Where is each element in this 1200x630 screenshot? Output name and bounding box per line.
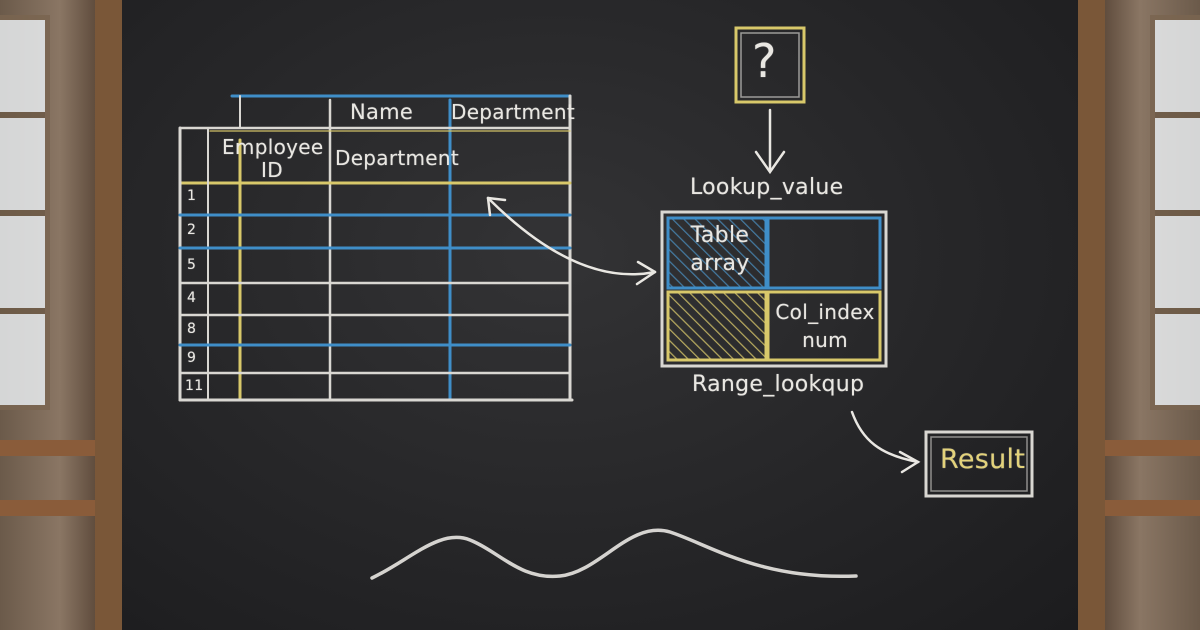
desk-left-2 — [0, 500, 100, 516]
lookup-box — [660, 210, 888, 368]
header-department-top-label: Department — [451, 100, 576, 124]
down-arrow — [754, 108, 786, 175]
range-lookup-label: Range_lookqup — [692, 372, 865, 397]
col-index-label: Col_index num — [775, 300, 875, 352]
question-box — [734, 26, 806, 104]
desk-right-1 — [1100, 440, 1200, 456]
result-label: Result — [940, 444, 1026, 475]
lookup-value-label: Lookup_value — [690, 175, 844, 200]
question-mark: ? — [752, 34, 777, 88]
row-number: 8 — [187, 321, 197, 337]
chalk-wave-line — [370, 528, 858, 580]
result-box — [924, 430, 1034, 498]
row-number: 11 — [185, 378, 204, 394]
result-arrow — [850, 410, 921, 474]
desk-left-1 — [0, 440, 100, 456]
classroom-left-background — [0, 0, 100, 630]
row-number: 4 — [187, 290, 197, 306]
classroom-window-left — [0, 15, 50, 410]
header-employee-id-label: Employee ID — [222, 135, 324, 182]
table-to-array-arrow — [486, 196, 657, 286]
employee-table-grid — [178, 94, 574, 402]
header-name-label: Name — [350, 100, 414, 124]
row-number: 2 — [187, 222, 197, 238]
row-number: 1 — [187, 188, 197, 204]
table-array-label: Table array — [690, 223, 750, 276]
row-number: 9 — [187, 350, 197, 366]
header-department-label: Department — [335, 146, 460, 170]
desk-right-2 — [1100, 500, 1200, 516]
classroom-window-right — [1150, 15, 1200, 410]
row-number: 5 — [187, 257, 197, 273]
classroom-right-background — [1100, 0, 1200, 630]
